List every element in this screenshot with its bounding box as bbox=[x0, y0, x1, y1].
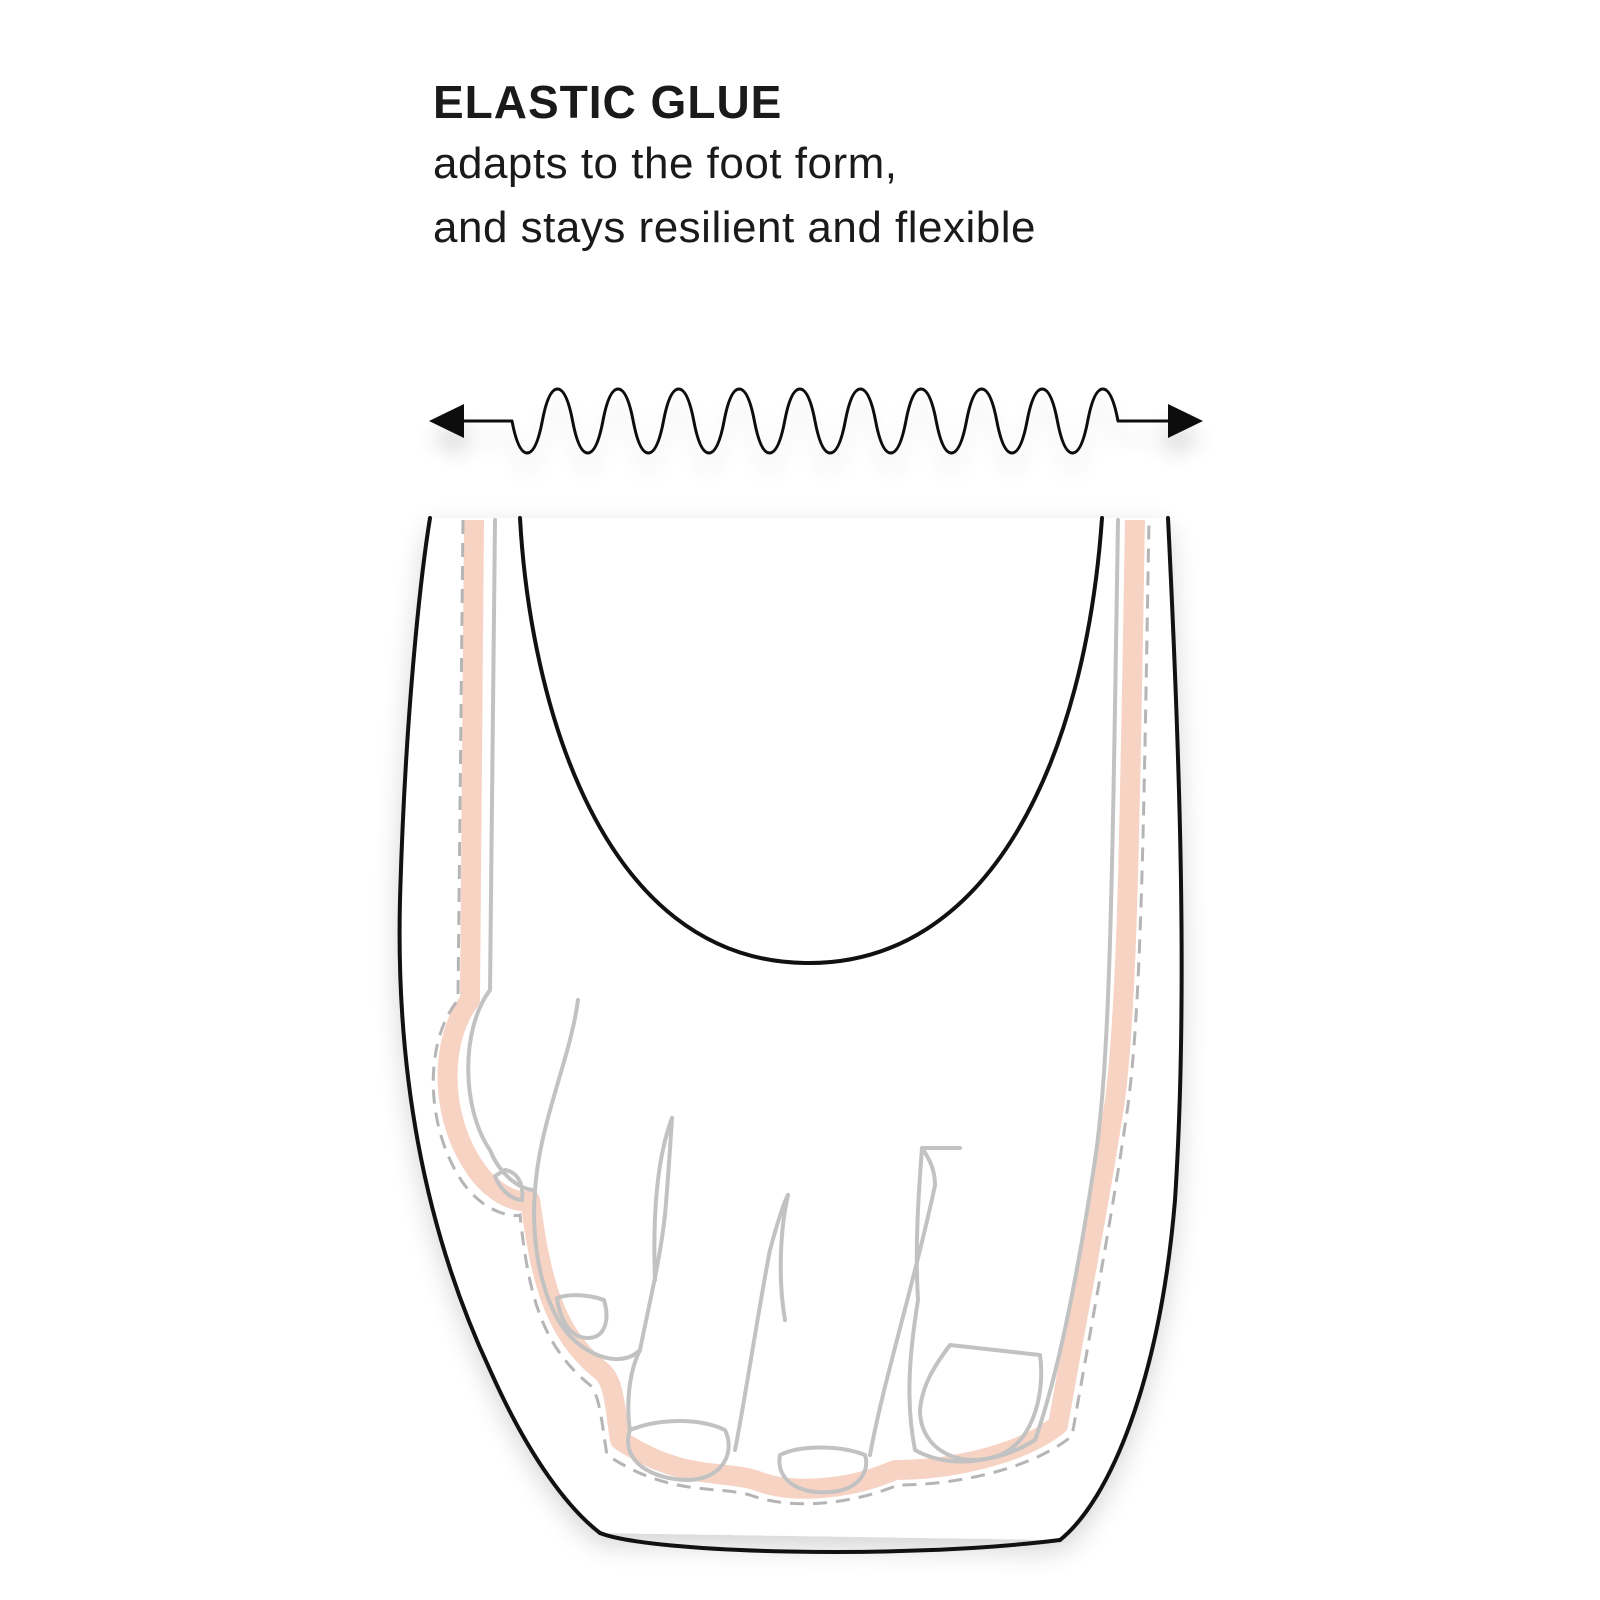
fourth-toe bbox=[638, 1116, 674, 1352]
shoe-collar-curve bbox=[518, 516, 1104, 966]
shoe-collar-opening bbox=[520, 518, 1102, 964]
arrow-left-icon bbox=[429, 404, 464, 438]
third-toe bbox=[626, 1193, 790, 1452]
shoe-toe-cap-bottom bbox=[598, 1531, 1062, 1554]
third-toe-ridge bbox=[778, 1193, 790, 1322]
foot-left-edge bbox=[466, 518, 580, 1192]
caption: ELASTIC GLUE adapts to the foot form, an… bbox=[433, 72, 1333, 260]
arrow-right-icon bbox=[1168, 404, 1203, 438]
shoe-outline-left bbox=[397, 516, 602, 1535]
shoe-outline bbox=[397, 516, 1184, 1554]
foot-outline bbox=[466, 518, 1120, 1495]
glue-dashed-outline bbox=[431, 519, 1151, 1506]
caption-line-1: adapts to the foot form, bbox=[433, 139, 898, 188]
big-toe-nail bbox=[918, 1343, 1044, 1462]
left-edge-nail bbox=[493, 1168, 525, 1202]
caption-body: adapts to the foot form, and stays resil… bbox=[433, 132, 1333, 260]
little-toe bbox=[532, 1188, 642, 1362]
caption-line-2: and stays resilient and flexible bbox=[433, 203, 1036, 252]
shoe-outline-right bbox=[1058, 516, 1184, 1542]
stretch-indicator bbox=[429, 387, 1203, 455]
foot-right-edge bbox=[1033, 518, 1120, 1442]
fourth-toe-ridge bbox=[652, 1116, 674, 1282]
stretch-spring-icon bbox=[510, 387, 1120, 455]
caption-title: ELASTIC GLUE bbox=[433, 76, 783, 128]
second-toe bbox=[868, 1183, 937, 1457]
second-toe-ridge bbox=[914, 1146, 962, 1302]
little-toe-nail bbox=[555, 1293, 609, 1340]
fourth-toe-tip bbox=[626, 1419, 731, 1482]
third-toe-nail bbox=[777, 1445, 869, 1495]
